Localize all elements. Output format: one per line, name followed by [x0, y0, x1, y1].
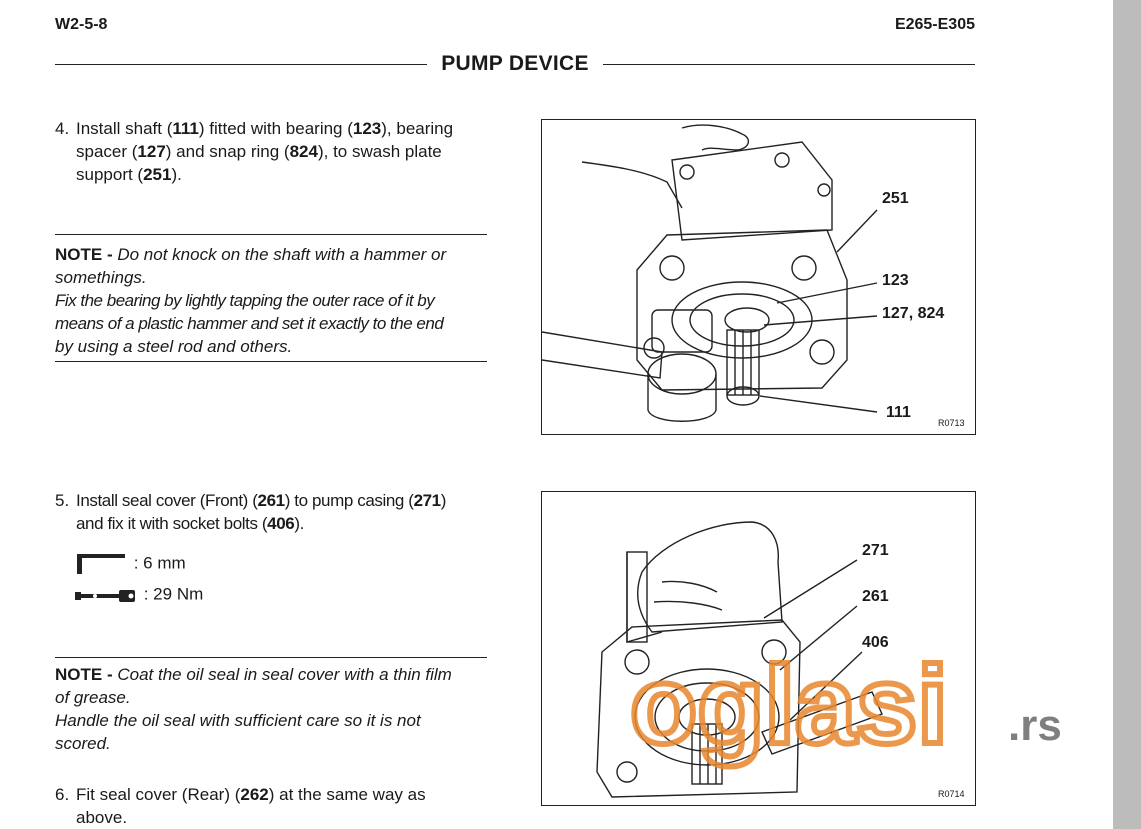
- callout-251: 251: [882, 190, 909, 207]
- part-ref: 406: [267, 514, 295, 533]
- text: ) at the same way as: [268, 785, 426, 804]
- part-ref: 262: [240, 785, 269, 804]
- text: spacer (: [76, 142, 138, 161]
- part-ref: 261: [257, 491, 286, 510]
- watermark-suffix: .rs: [1008, 701, 1062, 750]
- spec-torque: : 29 Nm: [75, 583, 203, 607]
- figure-code: R0714: [938, 789, 965, 799]
- text: ) and snap ring (: [165, 142, 290, 161]
- torque-wrench-icon: [75, 590, 135, 602]
- note-text: means of a plastic hammer and set it exa…: [55, 314, 444, 333]
- text: and fix it with socket bolts (: [76, 514, 268, 533]
- part-ref: 271: [413, 491, 442, 510]
- step-text: Fit seal cover (Rear) (262) at the same …: [76, 783, 487, 829]
- manual-page: W2-5-8 E265-E305 PUMP DEVICE 4. Install …: [55, 16, 1090, 829]
- title-rule-left: [55, 64, 427, 65]
- figure-seal-cover: 271 261 406 R0714: [541, 491, 976, 806]
- text: above.: [76, 808, 128, 827]
- part-ref: 111: [172, 119, 199, 138]
- part-ref: 123: [352, 119, 382, 138]
- step-number: 5.: [55, 491, 70, 510]
- note-label: NOTE -: [55, 245, 118, 264]
- part-ref: 824: [289, 142, 318, 161]
- text: support (: [76, 165, 144, 184]
- hex-key-icon: [77, 554, 125, 574]
- callout-406: 406: [862, 634, 889, 651]
- part-ref: 127: [137, 142, 166, 161]
- torque-value: : 29 Nm: [143, 584, 204, 604]
- note-text: of grease.: [55, 688, 131, 707]
- note-label: NOTE -: [55, 665, 118, 684]
- note-text: Handle the oil seal with sufficient care…: [55, 711, 421, 730]
- callout-271: 271: [862, 542, 889, 559]
- note-text: somethings.: [55, 268, 147, 287]
- spec-wrench: : 6 mm: [75, 552, 186, 576]
- note-text: by using a steel rod and others.: [55, 337, 293, 356]
- oglasi-logo-icon: oglasi .rs: [627, 641, 1062, 770]
- text: Install seal cover (Front) (: [76, 491, 258, 510]
- text: ).: [171, 165, 182, 184]
- step-4: 4. Install shaft (111) fitted with beari…: [55, 117, 487, 186]
- page-margin: [1113, 0, 1141, 829]
- page-number: W2-5-8: [55, 16, 108, 33]
- figure-shaft-install: 251 123 127, 824 111 R0713: [541, 119, 976, 435]
- section-title: PUMP DEVICE: [441, 52, 589, 75]
- seal-cover-illustration: [596, 521, 883, 798]
- text: ), to swash plate: [317, 142, 442, 161]
- step-5: 5. Install seal cover (Front) (261) to p…: [55, 489, 487, 535]
- model-range: E265-E305: [894, 16, 975, 33]
- text: Fit seal cover (Rear) (: [76, 785, 241, 804]
- step-number: 4.: [55, 119, 70, 138]
- text: ) fitted with bearing (: [198, 119, 353, 138]
- wrench-size: : 6 mm: [133, 553, 186, 573]
- figure-code: R0713: [938, 418, 965, 428]
- title-rule-right: [603, 64, 975, 65]
- step-number: 6.: [55, 785, 70, 804]
- text: Install shaft (: [76, 119, 173, 138]
- part-ref: 251: [143, 165, 172, 184]
- text: ), bearing: [381, 119, 454, 138]
- text: ): [440, 491, 447, 510]
- watermark-logo: oglasi .rs: [627, 641, 1090, 778]
- note-text: Do not knock on the shaft with a hammer …: [117, 245, 447, 264]
- callout-261: 261: [862, 588, 889, 605]
- note-box: NOTE - Coat the oil seal in seal cover w…: [55, 657, 487, 757]
- callout-127-824: 127, 824: [882, 305, 945, 322]
- note-box: NOTE - Do not knock on the shaft with a …: [55, 234, 487, 362]
- note-text: Fix the bearing by lightly tapping the o…: [55, 291, 435, 310]
- step-text: Install seal cover (Front) (261) to pump…: [76, 489, 487, 535]
- watermark-main: oglasi: [630, 648, 948, 767]
- callout-123: 123: [882, 272, 909, 289]
- note-text: Coat the oil seal in seal cover with a t…: [117, 665, 452, 684]
- text: ) to pump casing (: [284, 491, 414, 510]
- note-text: scored.: [55, 734, 111, 753]
- step-text: Install shaft (111) fitted with bearing …: [76, 117, 487, 186]
- pump-shaft-illustration: [541, 124, 878, 422]
- text: ).: [294, 514, 304, 533]
- callout-111: 111: [886, 404, 911, 421]
- step-6: 6. Fit seal cover (Rear) (262) at the sa…: [55, 783, 487, 829]
